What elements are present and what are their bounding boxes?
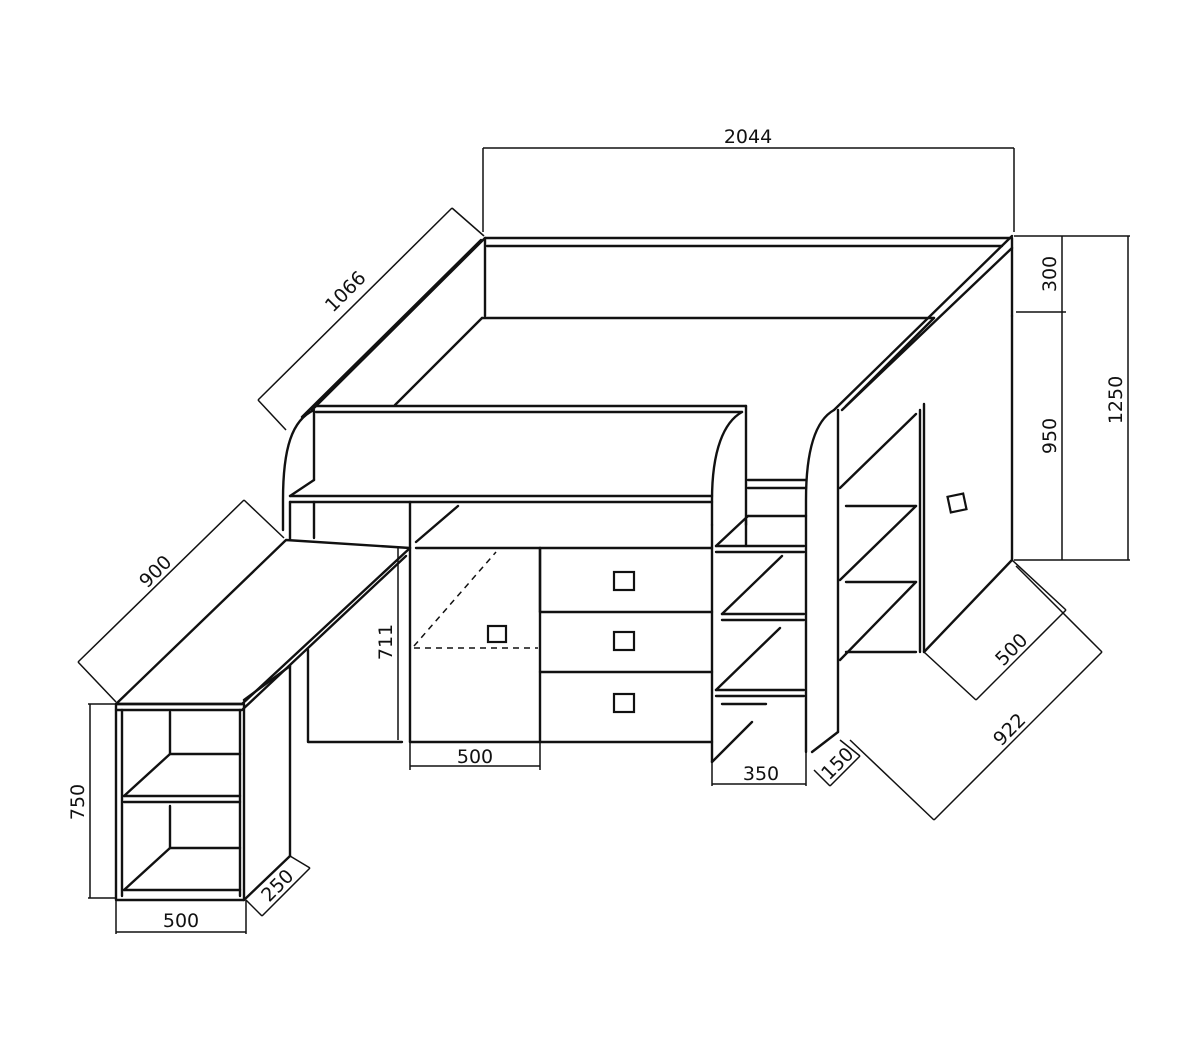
- desk: [114, 538, 412, 902]
- dim-label-bed-height: 950: [1039, 418, 1061, 454]
- door-handle-icon: [486, 624, 508, 644]
- dim-label-drawer-unit-height: 711: [375, 624, 397, 660]
- wardrobe: [804, 314, 1014, 754]
- drawer-handle-bottom-icon: [612, 692, 636, 714]
- dim-label-desk-shelf-width: 500: [163, 910, 199, 932]
- dim-label-desk-shelf-depth: 250: [257, 865, 298, 906]
- drawer-handle-top-icon: [612, 570, 636, 592]
- dim-label-rail-height: 300: [1039, 256, 1061, 292]
- dim-label-desk-length: 900: [135, 551, 176, 592]
- dim-label-bed-width: 1066: [321, 267, 371, 317]
- dim-label-desk-height: 750: [67, 784, 89, 820]
- drawer-unit: [306, 546, 714, 744]
- dim-label-drawer-unit-width: 500: [457, 746, 493, 768]
- ladder: [710, 478, 808, 764]
- dim-label-bed-length: 2044: [724, 126, 772, 148]
- dim-label-ladder-width: 350: [743, 763, 779, 785]
- dim-label-total-height: 1250: [1105, 376, 1127, 424]
- dim-label-wardrobe-depth: 500: [991, 629, 1032, 670]
- dim-label-wardrobe-width: 922: [989, 709, 1030, 750]
- bed-frame: [281, 234, 1014, 550]
- wardrobe-handle-icon: [946, 492, 968, 514]
- dimension-lines: [77, 147, 1130, 934]
- drawer-handle-middle-icon: [612, 630, 636, 652]
